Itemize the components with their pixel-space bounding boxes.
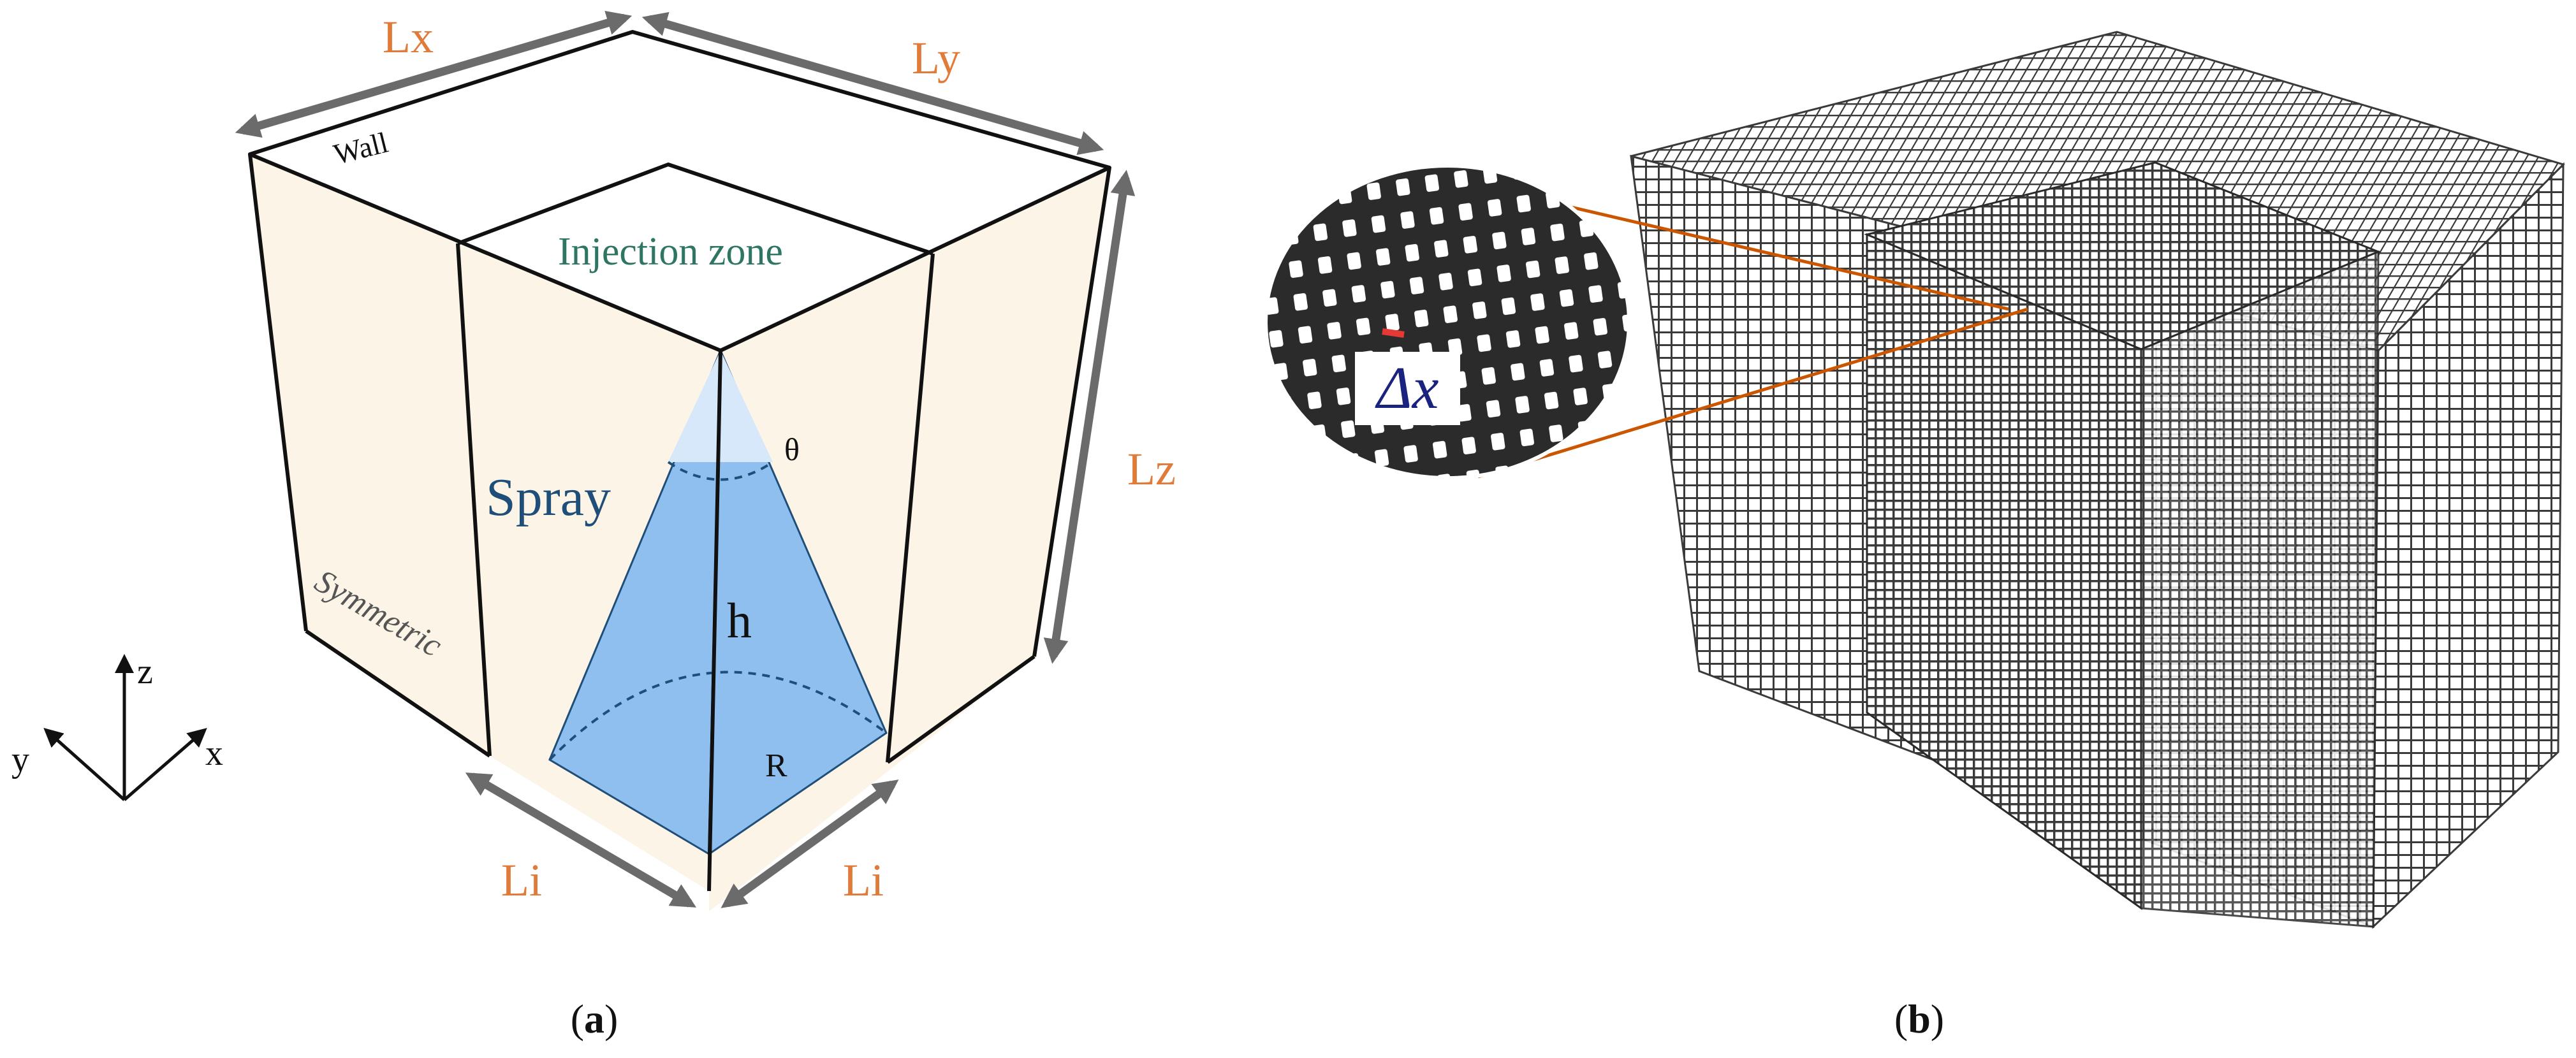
axis-y-label: y bbox=[11, 740, 29, 779]
axis-z-label: z bbox=[137, 652, 153, 692]
delta-x-marker bbox=[1382, 328, 1405, 338]
injection-zone-outline bbox=[457, 163, 933, 256]
spray-label: Spray bbox=[486, 468, 611, 527]
mesh-refined-side bbox=[2140, 250, 2380, 928]
injection-zone-label: Injection zone bbox=[558, 230, 783, 273]
injection-zone-face bbox=[458, 164, 933, 351]
coordinate-axes: z y x bbox=[11, 652, 223, 801]
theta-arc bbox=[667, 461, 774, 481]
panel-a-domain-diagram: Lx Ly Lz Li Li Wall Injection zone Spray… bbox=[11, 11, 1176, 1041]
panel-a-caption: (a) bbox=[571, 996, 618, 1041]
theta-label: θ bbox=[784, 431, 800, 467]
edge-bottom-right bbox=[886, 655, 1036, 764]
li-right-dimension-arrow bbox=[721, 779, 899, 908]
delta-x-label: Δx bbox=[1375, 355, 1439, 421]
lx-dimension-arrow bbox=[235, 11, 633, 138]
axis-x-label: x bbox=[205, 734, 223, 773]
radius-label: R bbox=[765, 748, 787, 784]
lz-dimension-arrow bbox=[1043, 170, 1136, 664]
delta-x-label-box bbox=[1355, 352, 1460, 425]
zoom-connector-bottom bbox=[1477, 307, 2028, 479]
edge-left-inner bbox=[456, 243, 492, 757]
ly-label: Ly bbox=[912, 33, 960, 83]
li-right-label: Li bbox=[843, 855, 884, 906]
zoom-inset: Δx bbox=[1264, 164, 1631, 480]
ly-dimension-arrow bbox=[641, 11, 1104, 156]
mesh-refined-front bbox=[1866, 233, 2142, 910]
panel-b-caption: (b) bbox=[1894, 996, 1944, 1041]
lz-label: Lz bbox=[1127, 444, 1176, 495]
height-label: h bbox=[727, 593, 752, 648]
edge-bottom-left bbox=[305, 629, 491, 758]
edge-front-vertical bbox=[707, 350, 722, 892]
left-side-face bbox=[250, 154, 490, 756]
edge-top-front-left bbox=[249, 152, 722, 352]
panel-b-mesh: Δx (b) bbox=[1264, 31, 2565, 1041]
edge-right-inner bbox=[886, 253, 935, 763]
li-left-dimension-arrow bbox=[465, 772, 697, 908]
li-left-label: Li bbox=[501, 855, 542, 906]
lx-label: Lx bbox=[383, 11, 434, 62]
